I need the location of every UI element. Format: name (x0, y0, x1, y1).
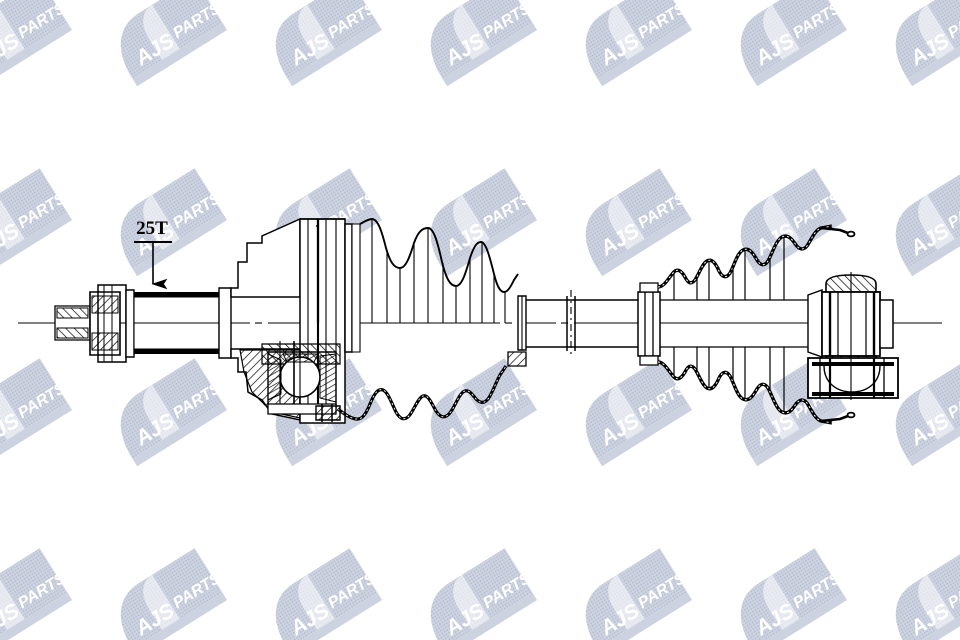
boot-clamp-strap-lower (820, 411, 856, 423)
spline-count-annotation: 25T (134, 218, 172, 290)
outer-cv-boot-lower (315, 351, 527, 422)
intermediate-shaft (526, 290, 648, 357)
inner-shaft-run (660, 289, 823, 358)
boot-clamp-outer-small (507, 351, 527, 367)
boot-clamp-strap-upper (820, 226, 856, 238)
inner-tripod-joint-housing (807, 272, 899, 400)
inner-boot-neck-collar (637, 282, 661, 366)
inner-cv-boot-upper (657, 224, 856, 300)
spline-count-label: 25T (136, 218, 168, 239)
outer-cv-boot-upper (344, 218, 527, 353)
splined-stub-shaft (133, 287, 232, 359)
boot-clamp-outer-large (315, 404, 341, 422)
outer-stub-nut-assembly (54, 284, 135, 363)
